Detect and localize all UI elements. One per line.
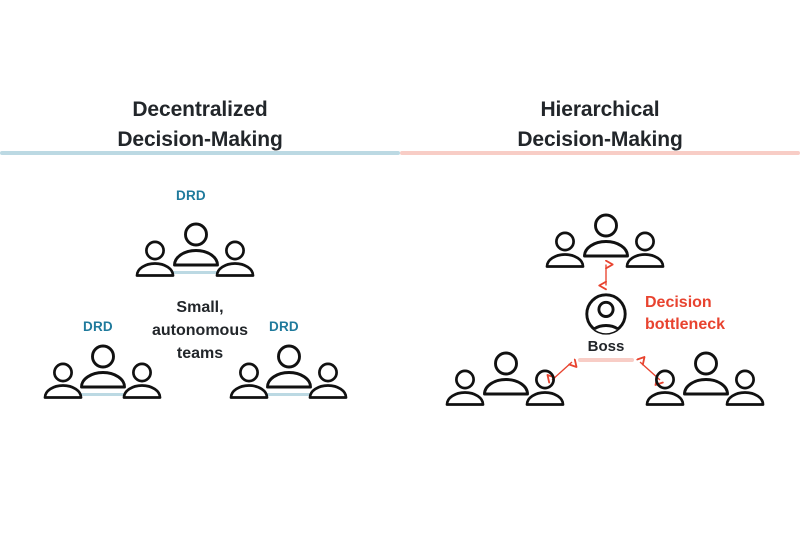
person-lead-top [168,222,224,268]
lead-underline-bottom-left [77,393,129,396]
arrow-vertical-boss-to-top-team [598,260,614,290]
boss-underline [578,358,634,362]
boss-label: Boss [587,338,625,355]
drd-label-bottom-right: DRD [269,319,299,334]
person-member-top-right [212,240,258,278]
person-member-right-bottom-right-right [722,369,768,407]
person-lead-bottom-right [261,344,317,390]
left-title-line2: Decision-Making [117,127,283,151]
drd-label-bottom-left: DRD [83,319,113,334]
left-title-line1-wrap: Decentralized [0,96,400,155]
person-member-top-left [132,240,178,278]
center-text-line2: autonomous [152,322,248,340]
left-title-block: Decentralized Decision-Making [0,96,400,155]
right-title-block: Hierarchical Decision-Making [400,96,800,155]
center-text-line1: Small, [176,299,224,316]
right-title-underline [400,150,800,155]
person-member-right-bottom-left-right [522,369,568,407]
left-title-underline [0,150,400,155]
right-title-line1: Hierarchical [540,98,660,121]
bottleneck-line1: Decision [645,294,712,311]
bottleneck-line2: bottleneck [645,316,726,334]
arrow-boss-to-bottom-left-team [546,357,578,385]
center-text-line3: teams [176,345,224,363]
person-member-bottom-left-right [119,362,165,400]
small-autonomous-teams-text: Small, autonomous teams [128,296,272,366]
person-member-right-bottom-right-left [642,369,688,407]
person-member-bottom-right-left [226,362,272,400]
lead-underline-top [170,271,222,274]
panel-hierarchical: Hierarchical Decision-Making [400,0,800,541]
left-title-line1: Decentralized [132,98,268,121]
person-member-bottom-left-left [40,362,86,400]
person-lead-bottom-left [75,344,131,390]
decision-bottleneck-label: Decision bottleneck [645,292,725,337]
right-title-line1-wrap: Hierarchical [400,96,800,155]
person-lead-right-top [578,213,634,259]
person-member-right-top-right [622,231,668,269]
panel-decentralized: Decentralized Decision-Making Small, aut… [0,96,400,400]
person-lead-right-bottom-left [478,351,534,397]
person-lead-right-bottom-right [678,351,734,397]
person-member-right-bottom-left-left [442,369,488,407]
person-member-bottom-right-right [305,362,351,400]
person-member-right-top-left [542,231,588,269]
drd-label-top: DRD [176,188,206,203]
right-title-line2: Decision-Making [517,127,683,151]
lead-underline-bottom-right [263,393,315,396]
boss-avatar-icon [584,292,628,336]
